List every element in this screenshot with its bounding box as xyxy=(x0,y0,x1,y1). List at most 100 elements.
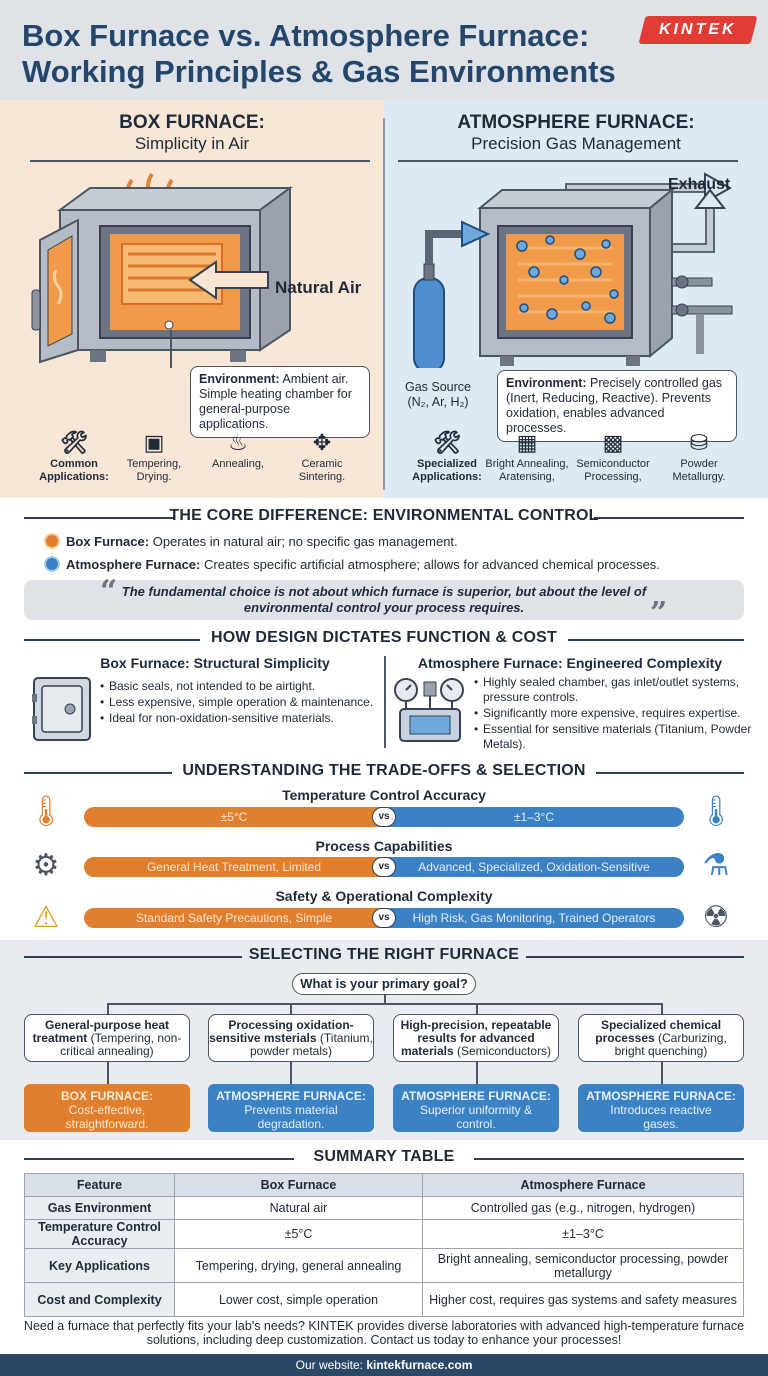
gear-flask-icon: ⚗ xyxy=(702,849,730,882)
gear-icon: ⚙ xyxy=(32,849,60,882)
atm-design-points: Highly sealed chamber, gas inlet/outlet … xyxy=(474,675,754,753)
app-sintering: ✥Ceramic Sintering. xyxy=(280,428,364,484)
goal-option-precision: High-precision, repeatable results for a… xyxy=(393,1014,559,1062)
call-to-action: Need a furnace that perfectly fits your … xyxy=(23,1319,745,1347)
box-panel-subtitle: Simplicity in Air xyxy=(134,134,250,153)
branch-4 xyxy=(661,1003,663,1014)
powder-icon: ⛁ xyxy=(689,430,709,455)
goal-connector xyxy=(384,995,386,1003)
column-header: Feature xyxy=(24,1173,175,1197)
kintek-logo: KINTEK xyxy=(638,16,758,44)
table-cell: ±5°C xyxy=(174,1219,423,1249)
safety-box-value: Standard Safety Precautions, Simple xyxy=(84,908,384,928)
box-design-points: Basic seals, not intended to be airtight… xyxy=(100,679,380,727)
process-atm-value: Advanced, Specialized, Oxidation-Sensiti… xyxy=(384,857,684,877)
box-env-text: Ambient air. Simple heating chamber for … xyxy=(199,372,352,431)
summary-table: Feature Box Furnace Atmosphere Furnace G… xyxy=(24,1173,744,1317)
title-line-2: Working Principles & Gas Environments xyxy=(22,54,616,89)
box-environment-callout: Environment: Ambient air. Simple heating… xyxy=(190,366,370,438)
website-link[interactable]: kintekfurnace.com xyxy=(366,1358,473,1372)
processor-icon: ▩ xyxy=(602,430,624,455)
core-quote: The fundamental choice is not about whic… xyxy=(24,580,744,620)
app-powder-metallurgy: ⛁Powder Metallurgy. xyxy=(656,428,742,484)
atm-design-title: Atmosphere Furnace: Engineered Complexit… xyxy=(417,655,723,671)
natural-air-label: Natural Air xyxy=(275,278,362,297)
atm-apps-label: 🛠Specialized Applications: xyxy=(410,428,484,484)
core-box-row: Box Furnace: Operates in natural air; no… xyxy=(44,533,458,549)
answer-atm-2: ATMOSPHERE FURNACE:Superior uniformity &… xyxy=(393,1084,559,1132)
atm-environment-callout: Environment: Precisely controlled gas (I… xyxy=(497,370,737,442)
table-cell: Bright annealing, semiconductor processi… xyxy=(422,1248,744,1283)
column-header: Atmosphere Furnace xyxy=(422,1173,744,1197)
footer-bar: Our website: kintekfurnace.com xyxy=(0,1354,768,1376)
answer-atm-1: ATMOSPHERE FURNACE:Prevents material deg… xyxy=(208,1084,374,1132)
gas-source-formula: (N₂, Ar, H₂) xyxy=(407,395,469,409)
tools-icon: 🛠 xyxy=(433,430,461,455)
box-design-title: Box Furnace: Structural Simplicity xyxy=(100,655,330,671)
branch-2 xyxy=(290,1003,292,1014)
page-title: Box Furnace vs. Atmosphere Furnace: Work… xyxy=(22,18,642,90)
table-header-row: Feature Box Furnace Atmosphere Furnace xyxy=(24,1173,744,1197)
vs-badge: vs xyxy=(372,807,396,827)
blue-gear-icon xyxy=(44,556,60,572)
branch-3 xyxy=(476,1003,478,1014)
table-row: Temperature Control Accuracy ±5°C ±1–3°C xyxy=(24,1219,744,1249)
table-cell: Controlled gas (e.g., nitrogen, hydrogen… xyxy=(422,1196,744,1220)
heat-icon: ♨ xyxy=(228,430,248,455)
table-cell: Cost and Complexity xyxy=(24,1282,175,1317)
logo-text: KINTEK xyxy=(659,21,737,38)
box-furnace-illustration xyxy=(31,172,294,364)
header: Box Furnace vs. Atmosphere Furnace: Work… xyxy=(0,0,768,100)
atm-panel-subtitle: Precision Gas Management xyxy=(471,134,681,153)
close-quote-icon: ” xyxy=(650,596,668,631)
wrench-tools-icon: 🛠 xyxy=(60,430,88,455)
orange-gear-icon xyxy=(44,533,60,549)
gauges-chamber-icon xyxy=(394,678,464,742)
answer-arrow-2 xyxy=(290,1062,292,1084)
atm-panel-title: ATMOSPHERE FURNACE: xyxy=(457,112,695,133)
goal-branch-line xyxy=(107,1003,661,1005)
exhaust-label: Exhaust xyxy=(668,176,731,193)
tradeoff-title-process: Process Capabilities xyxy=(315,838,453,854)
title-line-1: Box Furnace vs. Atmosphere Furnace: xyxy=(22,18,590,53)
atm-panel-rule xyxy=(398,160,738,162)
table-cell: Temperature Control Accuracy xyxy=(24,1219,175,1249)
box-apps-label: 🛠Common Applications: xyxy=(36,428,112,484)
answer-arrow-4 xyxy=(661,1062,663,1084)
thermometer-blue-icon: 🌡 xyxy=(696,795,736,828)
gas-source-label: Gas Source (N₂, Ar, H₂) xyxy=(398,380,478,410)
safe-door-icon xyxy=(32,677,91,741)
table-cell: Higher cost, requires gas systems and sa… xyxy=(422,1282,744,1317)
gas-mask-icon: ☢ xyxy=(702,901,730,934)
sintering-icon: ✥ xyxy=(312,430,332,455)
core-section-heading: THE CORE DIFFERENCE: ENVIRONMENTAL CONTR… xyxy=(0,507,768,529)
temp-atm-value: ±1–3°C xyxy=(384,807,684,827)
box-panel-title: BOX FURNACE: xyxy=(119,112,265,133)
goal-option-general: General-purpose heat treatment (Temperin… xyxy=(24,1014,190,1062)
table-cell: Lower cost, simple operation xyxy=(174,1282,423,1317)
open-quote-icon: “ xyxy=(100,574,118,609)
answer-arrow-1 xyxy=(107,1062,109,1084)
answer-box-furnace: BOX FURNACE:Cost-effective, straightforw… xyxy=(24,1084,190,1132)
table-row: Gas Environment Natural air Controlled g… xyxy=(24,1196,744,1220)
box-env-label: Environment: xyxy=(199,372,280,386)
atm-applications: 🛠Specialized Applications: ▦Bright Annea… xyxy=(410,428,742,484)
website-label: Our website: xyxy=(295,1358,363,1372)
box-applications: 🛠Common Applications: ▣Tempering, Drying… xyxy=(36,428,364,484)
tradeoff-bar-process: General Heat Treatment, Limited Advanced… xyxy=(84,857,684,877)
tradeoff-bar-safety: Standard Safety Precautions, Simple High… xyxy=(84,908,684,928)
table-cell: Key Applications xyxy=(24,1248,175,1283)
process-box-value: General Heat Treatment, Limited xyxy=(84,857,384,877)
design-section-heading: HOW DESIGN DICTATES FUNCTION & COST xyxy=(0,629,768,651)
panel-divider xyxy=(383,118,385,490)
column-header: Box Furnace xyxy=(174,1173,423,1197)
gas-source-text: Gas Source xyxy=(404,380,471,394)
vs-badge: vs xyxy=(372,857,396,877)
branch-1 xyxy=(107,1003,109,1014)
oven-icon: ▣ xyxy=(143,430,165,455)
answer-arrow-3 xyxy=(476,1062,478,1084)
box-panel-rule xyxy=(30,160,370,162)
app-annealing: ♨Annealing, xyxy=(196,428,280,484)
design-divider xyxy=(384,656,386,748)
